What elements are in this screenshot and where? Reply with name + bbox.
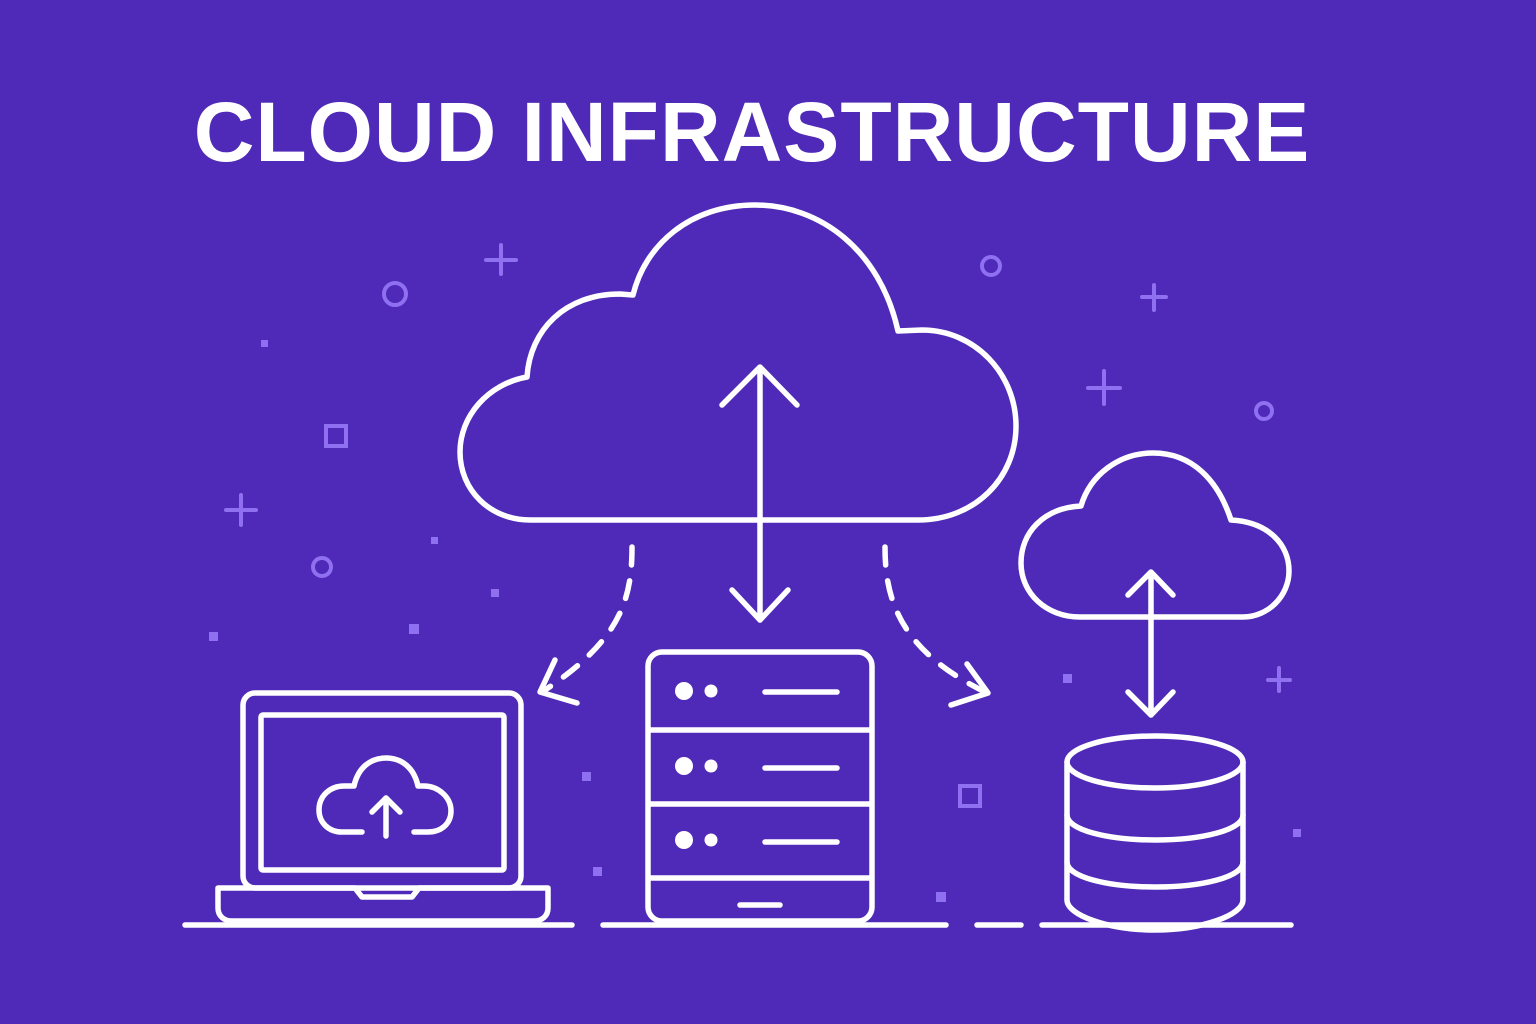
dot-icon xyxy=(431,537,438,544)
bidirectional-arrow-icon xyxy=(1125,569,1176,718)
dot-icon xyxy=(582,772,591,781)
ring-icon xyxy=(311,556,333,578)
dot-icon xyxy=(209,632,218,641)
laptop-cloud-upload-icon xyxy=(215,690,551,924)
square-outline-icon xyxy=(324,424,348,448)
page-title: CLOUD INFRASTRUCTURE xyxy=(193,85,1311,179)
plus-icon xyxy=(484,243,518,276)
plus-icon xyxy=(1140,283,1168,312)
main-cloud-icon xyxy=(457,202,1019,523)
ring-icon xyxy=(980,255,1002,277)
plus-icon xyxy=(1086,369,1122,406)
server-rack-icon xyxy=(645,649,875,924)
plus-icon xyxy=(1266,666,1292,693)
dashed-arrow-left-icon xyxy=(537,544,635,706)
database-icon xyxy=(1064,733,1246,933)
small-cloud-icon xyxy=(1018,450,1292,620)
dashed-arrow-right-icon xyxy=(882,544,991,708)
square-outline-icon xyxy=(958,784,982,808)
bidirectional-arrow-icon xyxy=(719,364,800,623)
dot-icon xyxy=(491,589,499,597)
dot-icon xyxy=(409,624,419,634)
plus-icon xyxy=(224,493,258,527)
dot-icon xyxy=(593,867,602,876)
dot-icon xyxy=(261,340,268,347)
ring-icon xyxy=(382,281,408,307)
dot-icon xyxy=(1063,674,1072,683)
decorations xyxy=(209,243,1301,902)
ring-icon xyxy=(1254,401,1274,421)
dot-icon xyxy=(936,892,946,902)
dot-icon xyxy=(1293,829,1301,837)
